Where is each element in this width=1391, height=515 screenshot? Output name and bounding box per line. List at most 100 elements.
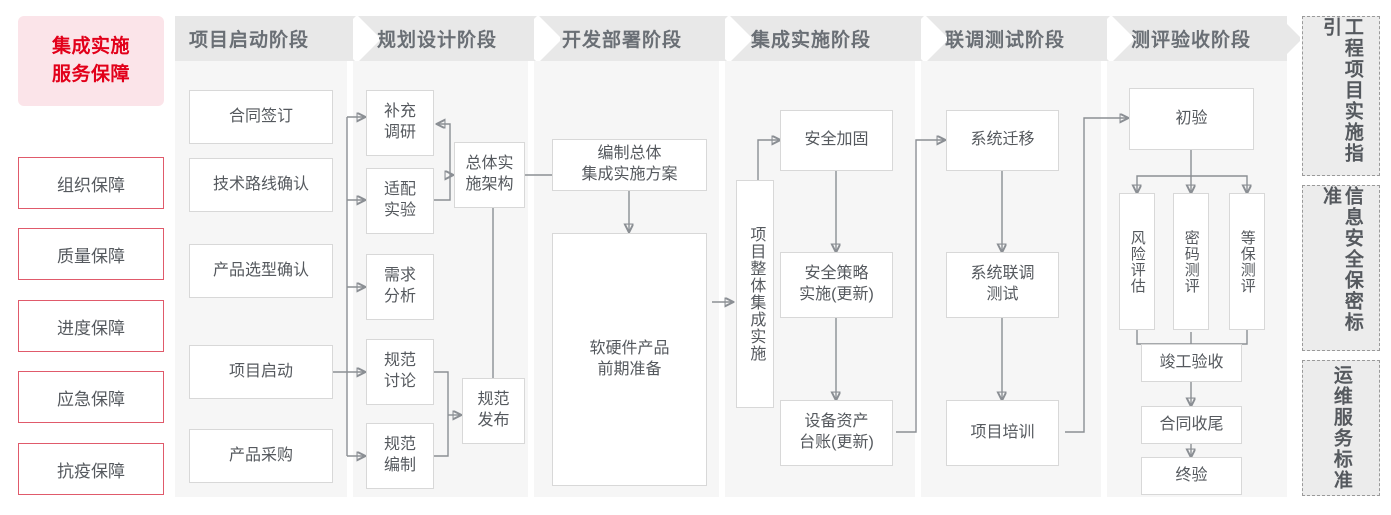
task-spec-release-l1: 规范 [477,391,510,409]
task-final-acceptance[interactable]: 终验 [1141,457,1242,495]
standard-infosec-confidentiality-label: 信息安全保密标准 [1320,186,1363,333]
task-adaptation-experiment-l1: 适配 [383,181,416,199]
phase-header-test-label: 联调测试阶段 [945,30,1066,51]
task-product-selection-confirm[interactable]: 产品选型确认 [189,244,333,298]
task-project-training[interactable]: 项目培训 [946,400,1059,466]
task-adaptation-experiment-l2: 实验 [383,202,416,219]
task-preliminary-acceptance[interactable]: 初验 [1129,88,1254,150]
task-system-joint-debug-test-l2: 测试 [986,286,1019,303]
hero-title-box: 集成实施 服务保障 [18,16,164,106]
task-draft-overall-integration-plan-l2: 集成实施方案 [581,166,678,183]
guarantee-item-0-label: 组织保障 [57,175,125,195]
task-contract-signing[interactable]: 合同签订 [189,90,333,144]
guarantee-item-4[interactable]: 抗疫保障 [18,443,164,495]
task-security-hardening-label: 安全加固 [804,131,869,149]
phase-header-accept-label: 测评验收阶段 [1131,30,1252,51]
task-asset-ledger-update[interactable]: 设备资产 台账(更新) [780,400,893,466]
standard-engineering-project-guideline-label: 工程项目实施指引 [1320,17,1363,164]
task-risk-assessment-label: 风险评估 [1128,229,1146,294]
guarantee-item-2[interactable]: 进度保障 [18,300,164,352]
task-security-policy-implementation-l2: 实施(更新) [799,286,874,303]
task-preliminary-acceptance-label: 初验 [1175,109,1208,127]
guarantee-item-3[interactable]: 应急保障 [18,371,164,423]
phase-header-plan-label: 规划设计阶段 [377,30,498,51]
task-security-policy-implementation-l1: 安全策略 [804,265,869,283]
phase-header-start[interactable]: 项目启动阶段 [175,16,363,61]
hero-title-line1: 集成实施 [51,36,130,58]
standard-infosec-confidentiality[interactable]: 信息安全保密标准 [1302,185,1380,351]
task-cryptography-evaluation[interactable]: 密码测评 [1173,193,1209,330]
phase-header-plan[interactable]: 规划设计阶段 [353,16,544,61]
guarantee-item-2-label: 进度保障 [57,318,125,338]
task-spec-drafting-l2: 编制 [383,457,416,474]
task-product-procurement-label: 产品采购 [228,446,293,464]
phase-header-integ-label: 集成实施阶段 [751,30,872,51]
task-project-kickoff-label: 项目启动 [228,362,293,380]
task-security-hardening[interactable]: 安全加固 [780,110,893,171]
task-requirements-analysis-l1: 需求 [383,267,416,285]
task-hw-sw-preparation-l1: 软硬件产品 [589,339,670,357]
task-draft-overall-integration-plan[interactable]: 编制总体 集成实施方案 [552,139,707,191]
phase-header-dev-label: 开发部署阶段 [562,30,683,51]
phase-header-start-label: 项目启动阶段 [189,30,310,51]
task-final-acceptance-label: 终验 [1175,466,1208,484]
task-mlps-evaluation-label: 等保测评 [1238,229,1256,294]
task-completion-acceptance-label: 竣工验收 [1159,353,1224,371]
task-requirements-analysis-l2: 分析 [383,288,416,305]
standard-ops-service[interactable]: 运维服务标准 [1302,360,1380,496]
chevron-right-icon [1274,16,1300,61]
phase-header-test[interactable]: 联调测试阶段 [921,16,1117,61]
task-project-training-label: 项目培训 [970,423,1035,441]
task-tech-route-confirm-label: 技术路线确认 [212,175,309,193]
hero-title-line2: 服务保障 [51,64,130,85]
task-system-migration[interactable]: 系统迁移 [946,110,1059,171]
task-project-kickoff[interactable]: 项目启动 [189,345,333,399]
task-cryptography-evaluation-label: 密码测评 [1182,229,1200,294]
task-spec-discussion[interactable]: 规范 讨论 [366,339,434,405]
task-overall-implementation-architecture-l1: 总体实 [465,155,514,173]
task-system-migration-label: 系统迁移 [970,131,1035,149]
task-product-selection-confirm-label: 产品选型确认 [212,261,309,279]
task-contract-closeout[interactable]: 合同收尾 [1141,406,1242,444]
task-spec-release[interactable]: 规范 发布 [462,378,525,444]
standard-engineering-project-guideline[interactable]: 工程项目实施指引 [1302,16,1380,176]
guarantee-item-1[interactable]: 质量保障 [18,228,164,280]
guarantee-item-0[interactable]: 组织保障 [18,157,164,209]
task-contract-signing-label: 合同签订 [228,107,293,125]
task-product-procurement[interactable]: 产品采购 [189,429,333,483]
task-system-joint-debug-test-l1: 系统联调 [970,265,1035,283]
task-spec-drafting[interactable]: 规范 编制 [366,423,434,489]
standard-ops-service-label: 运维服务标准 [1330,365,1352,491]
task-spec-discussion-l1: 规范 [383,352,416,370]
task-overall-implementation-architecture[interactable]: 总体实 施架构 [454,142,525,208]
task-draft-overall-integration-plan-l1: 编制总体 [597,145,662,163]
phase-header-accept[interactable]: 测评验收阶段 [1107,16,1287,61]
task-hw-sw-preparation-l2: 前期准备 [597,360,662,378]
task-overall-project-integration[interactable]: 项目整体集成实施 [736,180,774,408]
task-risk-assessment[interactable]: 风险评估 [1119,193,1155,330]
task-asset-ledger-update-l2: 台账(更新) [799,434,874,451]
task-spec-discussion-l2: 讨论 [383,373,416,390]
task-spec-release-l2: 发布 [477,412,510,429]
task-asset-ledger-update-l1: 设备资产 [804,413,869,431]
guarantee-item-3-label: 应急保障 [57,389,125,409]
task-mlps-evaluation[interactable]: 等保测评 [1229,193,1265,330]
phase-header-dev[interactable]: 开发部署阶段 [534,16,735,61]
phase-header-integ[interactable]: 集成实施阶段 [725,16,931,61]
task-overall-project-integration-label: 项目整体集成实施 [747,226,765,362]
task-completion-acceptance[interactable]: 竣工验收 [1141,344,1242,382]
task-supplementary-research[interactable]: 补充 调研 [366,90,434,156]
task-requirements-analysis[interactable]: 需求 分析 [366,254,434,320]
guarantee-item-1-label: 质量保障 [57,246,125,266]
task-tech-route-confirm[interactable]: 技术路线确认 [189,158,333,212]
task-supplementary-research-l1: 补充 [383,103,416,121]
task-security-policy-implementation[interactable]: 安全策略 实施(更新) [780,252,893,318]
task-system-joint-debug-test[interactable]: 系统联调 测试 [946,252,1059,318]
guarantee-item-4-label: 抗疫保障 [57,461,125,481]
task-supplementary-research-l2: 调研 [383,124,416,141]
task-adaptation-experiment[interactable]: 适配 实验 [366,168,434,234]
task-spec-drafting-l1: 规范 [383,436,416,454]
task-contract-closeout-label: 合同收尾 [1159,415,1224,433]
task-hw-sw-preparation[interactable]: 软硬件产品 前期准备 [552,233,707,486]
